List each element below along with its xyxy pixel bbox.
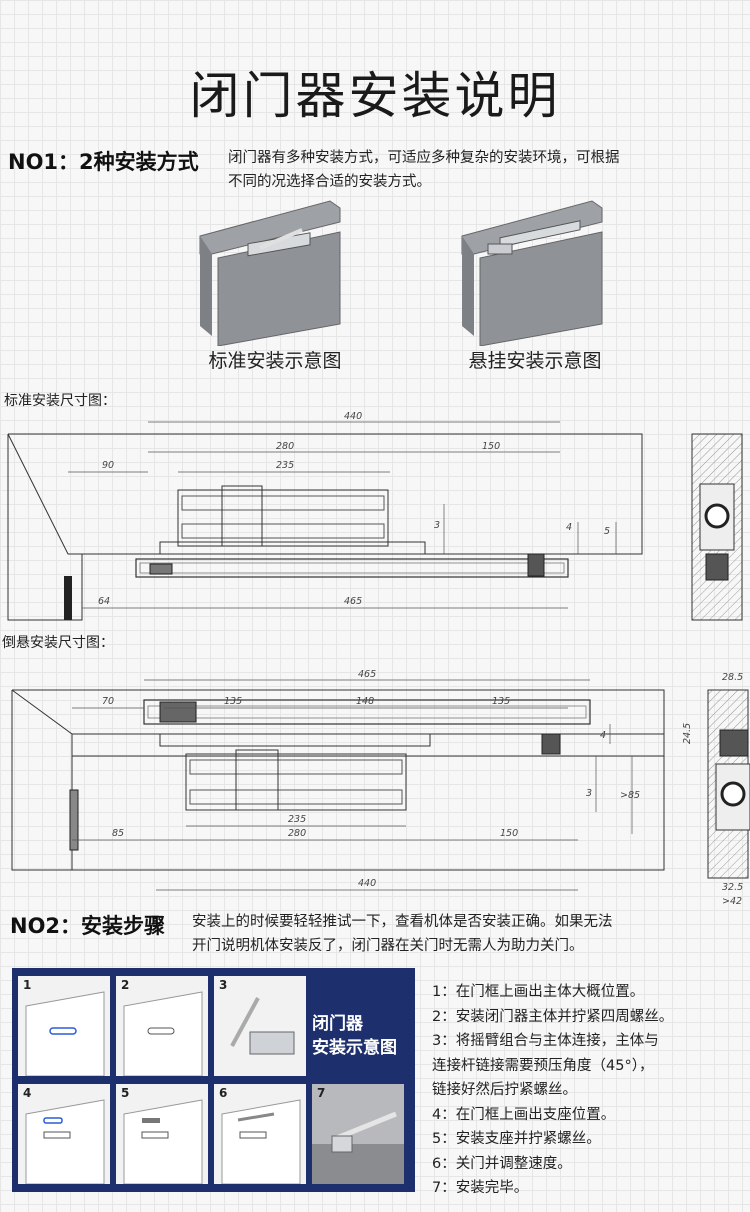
step-text: 1：在门框上画出主体大概位置。 bbox=[432, 984, 645, 1000]
dim-3: 3 bbox=[586, 788, 592, 799]
dim-148: 148 bbox=[356, 696, 374, 707]
hanging-dimension-drawing: 465 70 135 148 135 4 3 >85 235 85 280 15… bbox=[11, 669, 750, 907]
step-text: 5：安装支座并拧紧螺丝。 bbox=[432, 1131, 601, 1147]
step-thumb-6: 6 bbox=[214, 1084, 306, 1184]
dim-465: 465 bbox=[358, 669, 376, 680]
standard-install-illustration bbox=[199, 200, 341, 346]
dim-235: 235 bbox=[288, 814, 306, 825]
standard-dimension-label: 标准安装尺寸图： bbox=[4, 393, 116, 409]
section-2-heading: NO2：安装步骤 bbox=[10, 914, 166, 938]
dim-135-right: 135 bbox=[492, 696, 510, 707]
dim-70: 70 bbox=[102, 696, 114, 707]
closer-body bbox=[499, 220, 581, 248]
step-text: 6：关门并调整速度。 bbox=[432, 1155, 572, 1172]
step-number: 3 bbox=[219, 978, 228, 992]
step-text: 2：安装闭门器主体并拧紧四周螺丝。 bbox=[432, 1008, 674, 1025]
step-thumb-7: 7 bbox=[312, 1084, 404, 1184]
install-steps-panel: 1 2 3 闭门器 安装示意图 4 5 6 7 bbox=[12, 968, 415, 1192]
dim-135-left: 135 bbox=[224, 696, 242, 707]
step-text: 3：将摇臂组合与主体连接，主体与 bbox=[432, 1033, 659, 1049]
dim-gt-42: >42 bbox=[722, 896, 742, 907]
step-text: 链接好然后拧紧螺丝。 bbox=[432, 1082, 577, 1098]
hanging-dimension-label: 倒悬安装尺寸图： bbox=[2, 635, 114, 651]
section-1-desc-line: 不同的况选择合适的安装方式。 bbox=[228, 174, 431, 190]
dim-64: 64 bbox=[98, 596, 110, 607]
hanging-install-illustration bbox=[461, 200, 603, 346]
door-frame-side bbox=[462, 236, 474, 336]
dim-280: 280 bbox=[288, 828, 306, 839]
dim-32-5: 32.5 bbox=[722, 882, 743, 893]
dim-4: 4 bbox=[566, 522, 572, 533]
panel-title-line: 安装示意图 bbox=[312, 1038, 397, 1058]
step-text: 7：安装完毕。 bbox=[432, 1180, 529, 1196]
panel-title-line: 闭门器 bbox=[312, 1014, 363, 1034]
dim-280: 280 bbox=[276, 441, 294, 452]
hinge bbox=[69, 789, 79, 851]
install-step-list: 1：在门框上画出主体大概位置。 2：安装闭门器主体并拧紧四周螺丝。 3：将摇臂组… bbox=[432, 980, 673, 1201]
step-thumb-2: 2 bbox=[116, 976, 208, 1076]
hinge bbox=[64, 576, 72, 620]
dim-5: 5 bbox=[604, 526, 610, 537]
closer-arm bbox=[259, 228, 303, 250]
closer-track bbox=[135, 558, 569, 578]
page-title: 闭门器安装说明 bbox=[189, 67, 561, 125]
section-2-description: 安装上的时候要轻轻推试一下，查看机体是否安装正确。如果无法 开门说明机体安装反了… bbox=[192, 910, 613, 958]
dim-440: 440 bbox=[358, 878, 376, 889]
step-thumb-1: 1 bbox=[18, 976, 110, 1076]
door-panel bbox=[479, 231, 603, 346]
dim-465: 465 bbox=[344, 596, 362, 607]
closer-bracket bbox=[487, 243, 513, 255]
dim-85: 85 bbox=[112, 828, 124, 839]
step-thumb-3: 3 bbox=[214, 976, 306, 1076]
dim-3: 3 bbox=[434, 520, 440, 531]
caption-hanging-install: 悬挂安装示意图 bbox=[468, 350, 602, 372]
step-thumb-5: 5 bbox=[116, 1084, 208, 1184]
section-2-desc-line: 开门说明机体安装反了，闭门器在关门时无需人为助力关门。 bbox=[192, 938, 584, 954]
dim-150: 150 bbox=[500, 828, 518, 839]
step-number: 6 bbox=[219, 1086, 228, 1100]
section-1-description: 闭门器有多种安装方式，可适应多种复杂的安装环境，可根据 不同的况选择合适的安装方… bbox=[228, 146, 620, 194]
section-2-desc-line: 安装上的时候要轻轻推试一下，查看机体是否安装正确。如果无法 bbox=[192, 914, 613, 930]
step-number: 1 bbox=[23, 978, 32, 992]
step-text: 4：在门框上画出支座位置。 bbox=[432, 1106, 616, 1123]
section-1-desc-line: 闭门器有多种安装方式，可适应多种复杂的安装环境，可根据 bbox=[228, 150, 620, 166]
section-1-heading: NO1：2种安装方式 bbox=[8, 150, 199, 174]
dim-gt-85: >85 bbox=[620, 790, 640, 801]
step-number: 7 bbox=[317, 1086, 326, 1100]
dim-28-5: 28.5 bbox=[722, 672, 743, 683]
door-frame-side bbox=[200, 236, 212, 336]
step-thumb-4: 4 bbox=[18, 1084, 110, 1184]
dim-235: 235 bbox=[276, 460, 294, 471]
dim-24-5: 24.5 bbox=[682, 723, 693, 744]
dim-150: 150 bbox=[482, 441, 500, 452]
dim-4: 4 bbox=[600, 730, 606, 741]
standard-dimension-drawing: 440 280 150 90 235 3 4 5 64 465 bbox=[7, 411, 743, 621]
step-number: 4 bbox=[23, 1086, 32, 1100]
step-number: 5 bbox=[121, 1086, 130, 1100]
closer-track bbox=[143, 699, 591, 725]
dim-90: 90 bbox=[102, 460, 114, 471]
step-number: 2 bbox=[121, 978, 130, 992]
dim-440: 440 bbox=[344, 411, 362, 422]
step-text: 连接杆链接需要预压角度（45°）， bbox=[432, 1057, 654, 1074]
caption-standard-install: 标准安装示意图 bbox=[208, 350, 342, 372]
panel-title: 闭门器 安装示意图 bbox=[312, 1012, 397, 1060]
